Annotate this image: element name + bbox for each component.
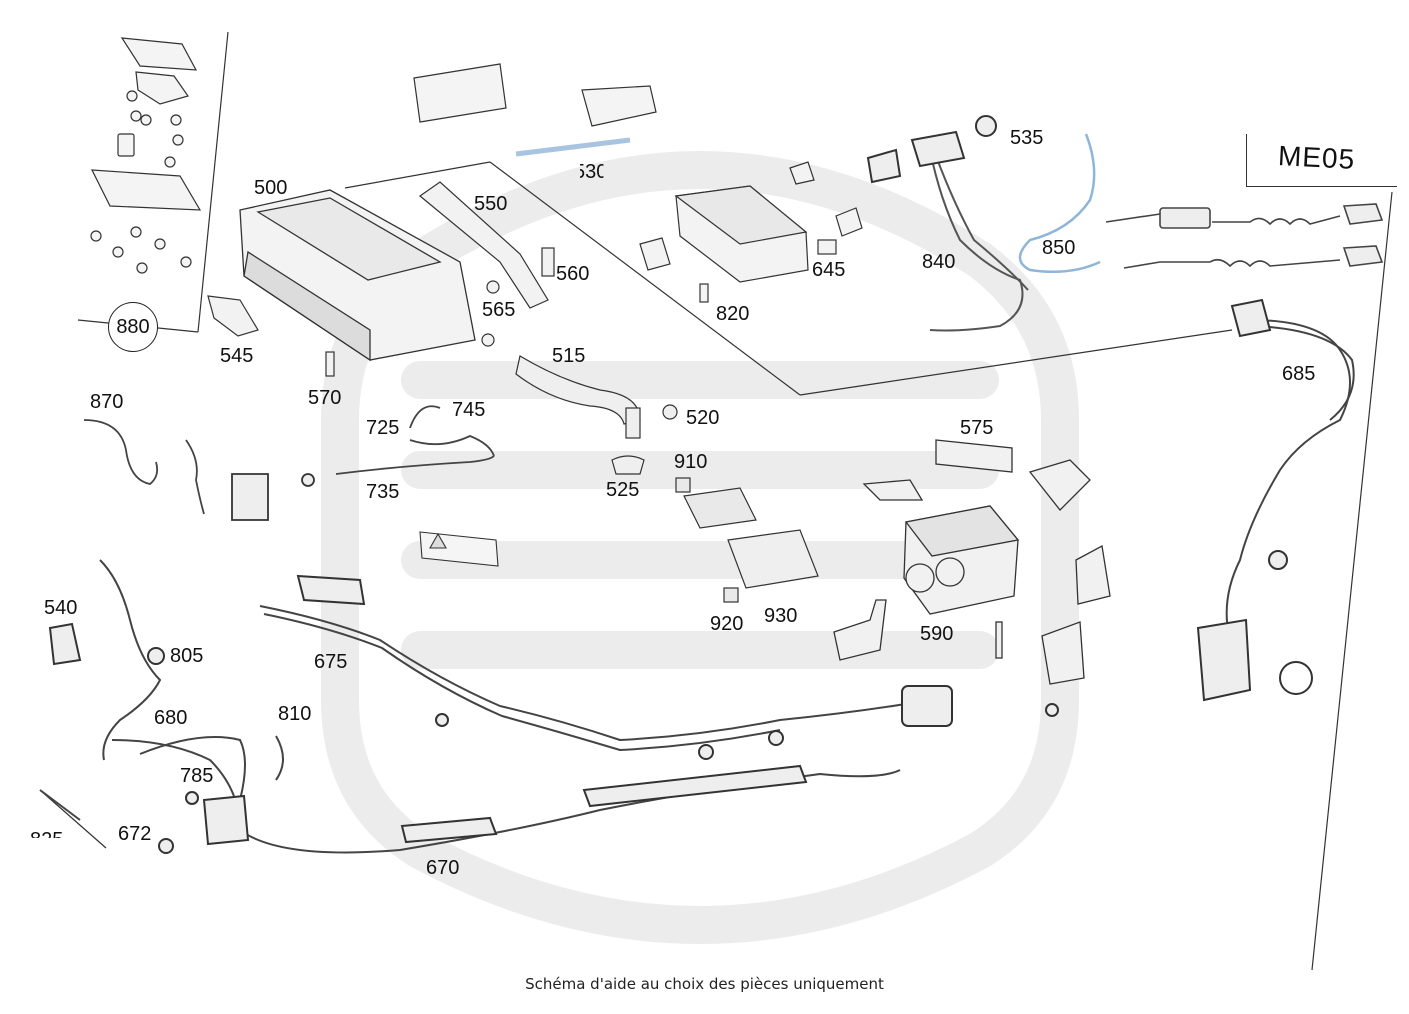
part-label-725[interactable]: 725 (366, 417, 400, 439)
part-label-570[interactable]: 570 (308, 387, 342, 409)
harness-850 (1018, 133, 1101, 274)
part-label-540[interactable]: 540 (44, 597, 78, 619)
watermark-logo (321, 151, 1079, 944)
part-label-805[interactable]: 805 (170, 645, 204, 667)
part-label-840[interactable]: 840 (922, 251, 956, 273)
part-label-745[interactable]: 745 (452, 399, 486, 421)
part-label-515[interactable]: 515 (552, 345, 586, 367)
part-label-550[interactable]: 550 (474, 193, 508, 215)
part-label-672[interactable]: 672 (118, 823, 152, 845)
part-label-520[interactable]: 520 (686, 407, 720, 429)
part-label-675[interactable]: 675 (314, 651, 348, 673)
coolant-hose-515 (515, 355, 678, 475)
part-label-560[interactable]: 560 (556, 263, 590, 285)
part-label-735[interactable]: 735 (366, 481, 400, 503)
part-label-530[interactable]: 530 (574, 161, 608, 183)
caption: Schéma d'aide au choix des pièces unique… (525, 975, 884, 993)
part-label-910[interactable]: 910 (674, 451, 708, 473)
part-label-645[interactable]: 645 (812, 259, 846, 281)
part-label-820[interactable]: 820 (716, 303, 750, 325)
part-label-500[interactable]: 500 (254, 177, 288, 199)
power-unit-590 (833, 439, 1111, 685)
diagram-code: ME05 (1277, 140, 1356, 175)
part-label-685[interactable]: 685 (1282, 363, 1316, 385)
harness-840 (866, 115, 1029, 332)
part-label-930[interactable]: 930 (764, 605, 798, 627)
part-label-870[interactable]: 870 (90, 391, 124, 413)
relay-assembly (90, 37, 202, 274)
bracket-550 (207, 181, 555, 377)
cables-left (83, 405, 495, 521)
part-label-545[interactable]: 545 (220, 345, 254, 367)
mounting-plate (675, 477, 819, 603)
part-label-825[interactable]: 825 (30, 829, 64, 851)
main-harness (39, 559, 1059, 854)
battery-12v (413, 63, 657, 157)
harness-685 (1196, 298, 1355, 702)
part-label-920[interactable]: 920 (710, 613, 744, 635)
part-label-535[interactable]: 535 (1010, 127, 1044, 149)
charging-cable (1105, 203, 1384, 269)
part-label-565[interactable]: 565 (482, 299, 516, 321)
frame-lines (39, 31, 1393, 971)
part-label-785[interactable]: 785 (180, 765, 214, 787)
part-label-575[interactable]: 575 (960, 417, 994, 439)
diagram-code-box (1246, 134, 1397, 187)
part-label-880[interactable]: 880 (108, 302, 158, 352)
part-label-525[interactable]: 525 (606, 479, 640, 501)
warning-labels (419, 531, 499, 567)
charger-module-820 (639, 161, 863, 303)
battery-pack (239, 189, 476, 362)
part-label-850[interactable]: 850 (1042, 237, 1076, 259)
part-label-670[interactable]: 670 (426, 857, 460, 879)
part-label-680[interactable]: 680 (154, 707, 188, 729)
part-label-590[interactable]: 590 (920, 623, 954, 645)
part-label-810[interactable]: 810 (278, 703, 312, 725)
